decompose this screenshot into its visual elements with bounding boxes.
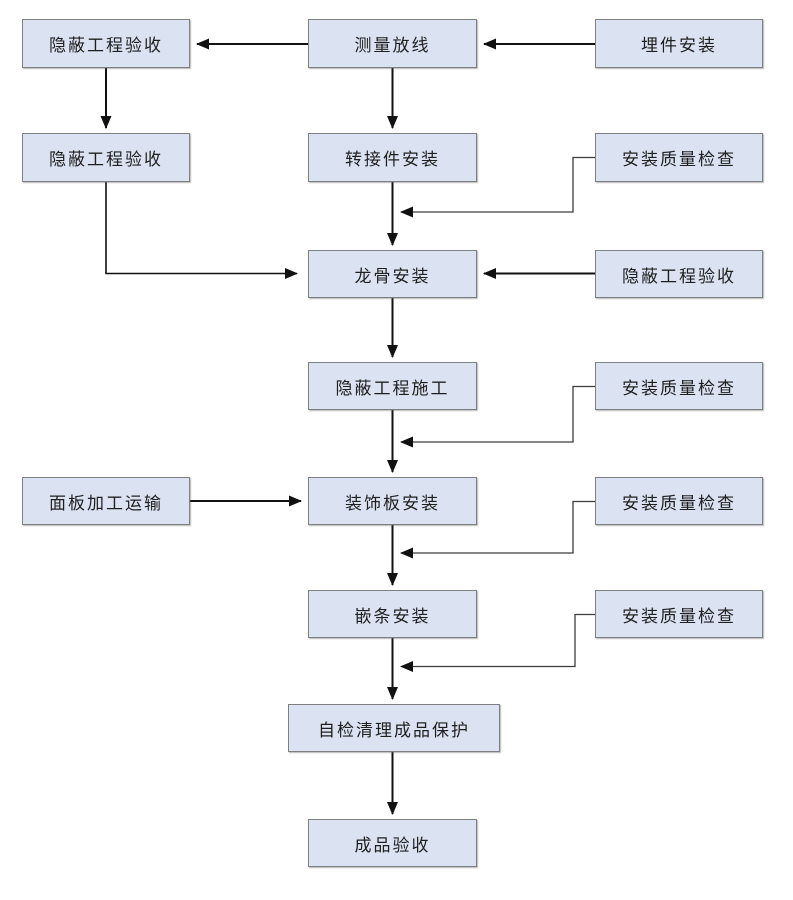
elbow-quality-check-3-merge xyxy=(400,500,595,559)
flow-node-trim-strip-installation: 嵌条安装 xyxy=(308,590,477,638)
flow-node-installation-quality-check-2: 安装质量检查 xyxy=(595,362,763,410)
flow-node-adapter-installation: 转接件安装 xyxy=(308,133,477,182)
flow-node-hidden-works-construction: 隐蔽工程施工 xyxy=(308,362,477,410)
flow-node-decorative-panel-installation: 装饰板安装 xyxy=(308,477,477,525)
elbow-quality-check-1-merge xyxy=(400,156,595,218)
flow-node-installation-quality-check-1: 安装质量检查 xyxy=(595,133,763,182)
elbow-quality-check-2-merge xyxy=(400,385,595,448)
flow-node-installation-quality-check-4: 安装质量检查 xyxy=(595,590,763,638)
flow-node-hidden-works-acceptance-right: 隐蔽工程验收 xyxy=(595,250,763,298)
flow-node-keel-installation: 龙骨安装 xyxy=(308,250,477,298)
flow-node-measurement-setting-out: 测量放线 xyxy=(308,19,477,68)
flow-node-hidden-works-acceptance-left-2: 隐蔽工程验收 xyxy=(22,133,190,182)
flow-node-embedded-parts-installation: 埋件安装 xyxy=(595,19,763,68)
flow-node-self-check-cleaning-protection: 自检清理成品保护 xyxy=(288,704,500,752)
flow-node-panel-processing-transport: 面板加工运输 xyxy=(22,477,190,525)
elbow-hidden-acceptance-left-to-keel xyxy=(105,182,298,279)
flow-node-installation-quality-check-3: 安装质量检查 xyxy=(595,477,763,525)
flow-node-finished-product-acceptance: 成品验收 xyxy=(308,819,477,867)
flow-node-hidden-works-acceptance-top-left: 隐蔽工程验收 xyxy=(22,19,190,68)
elbow-quality-check-4-merge xyxy=(400,613,595,672)
